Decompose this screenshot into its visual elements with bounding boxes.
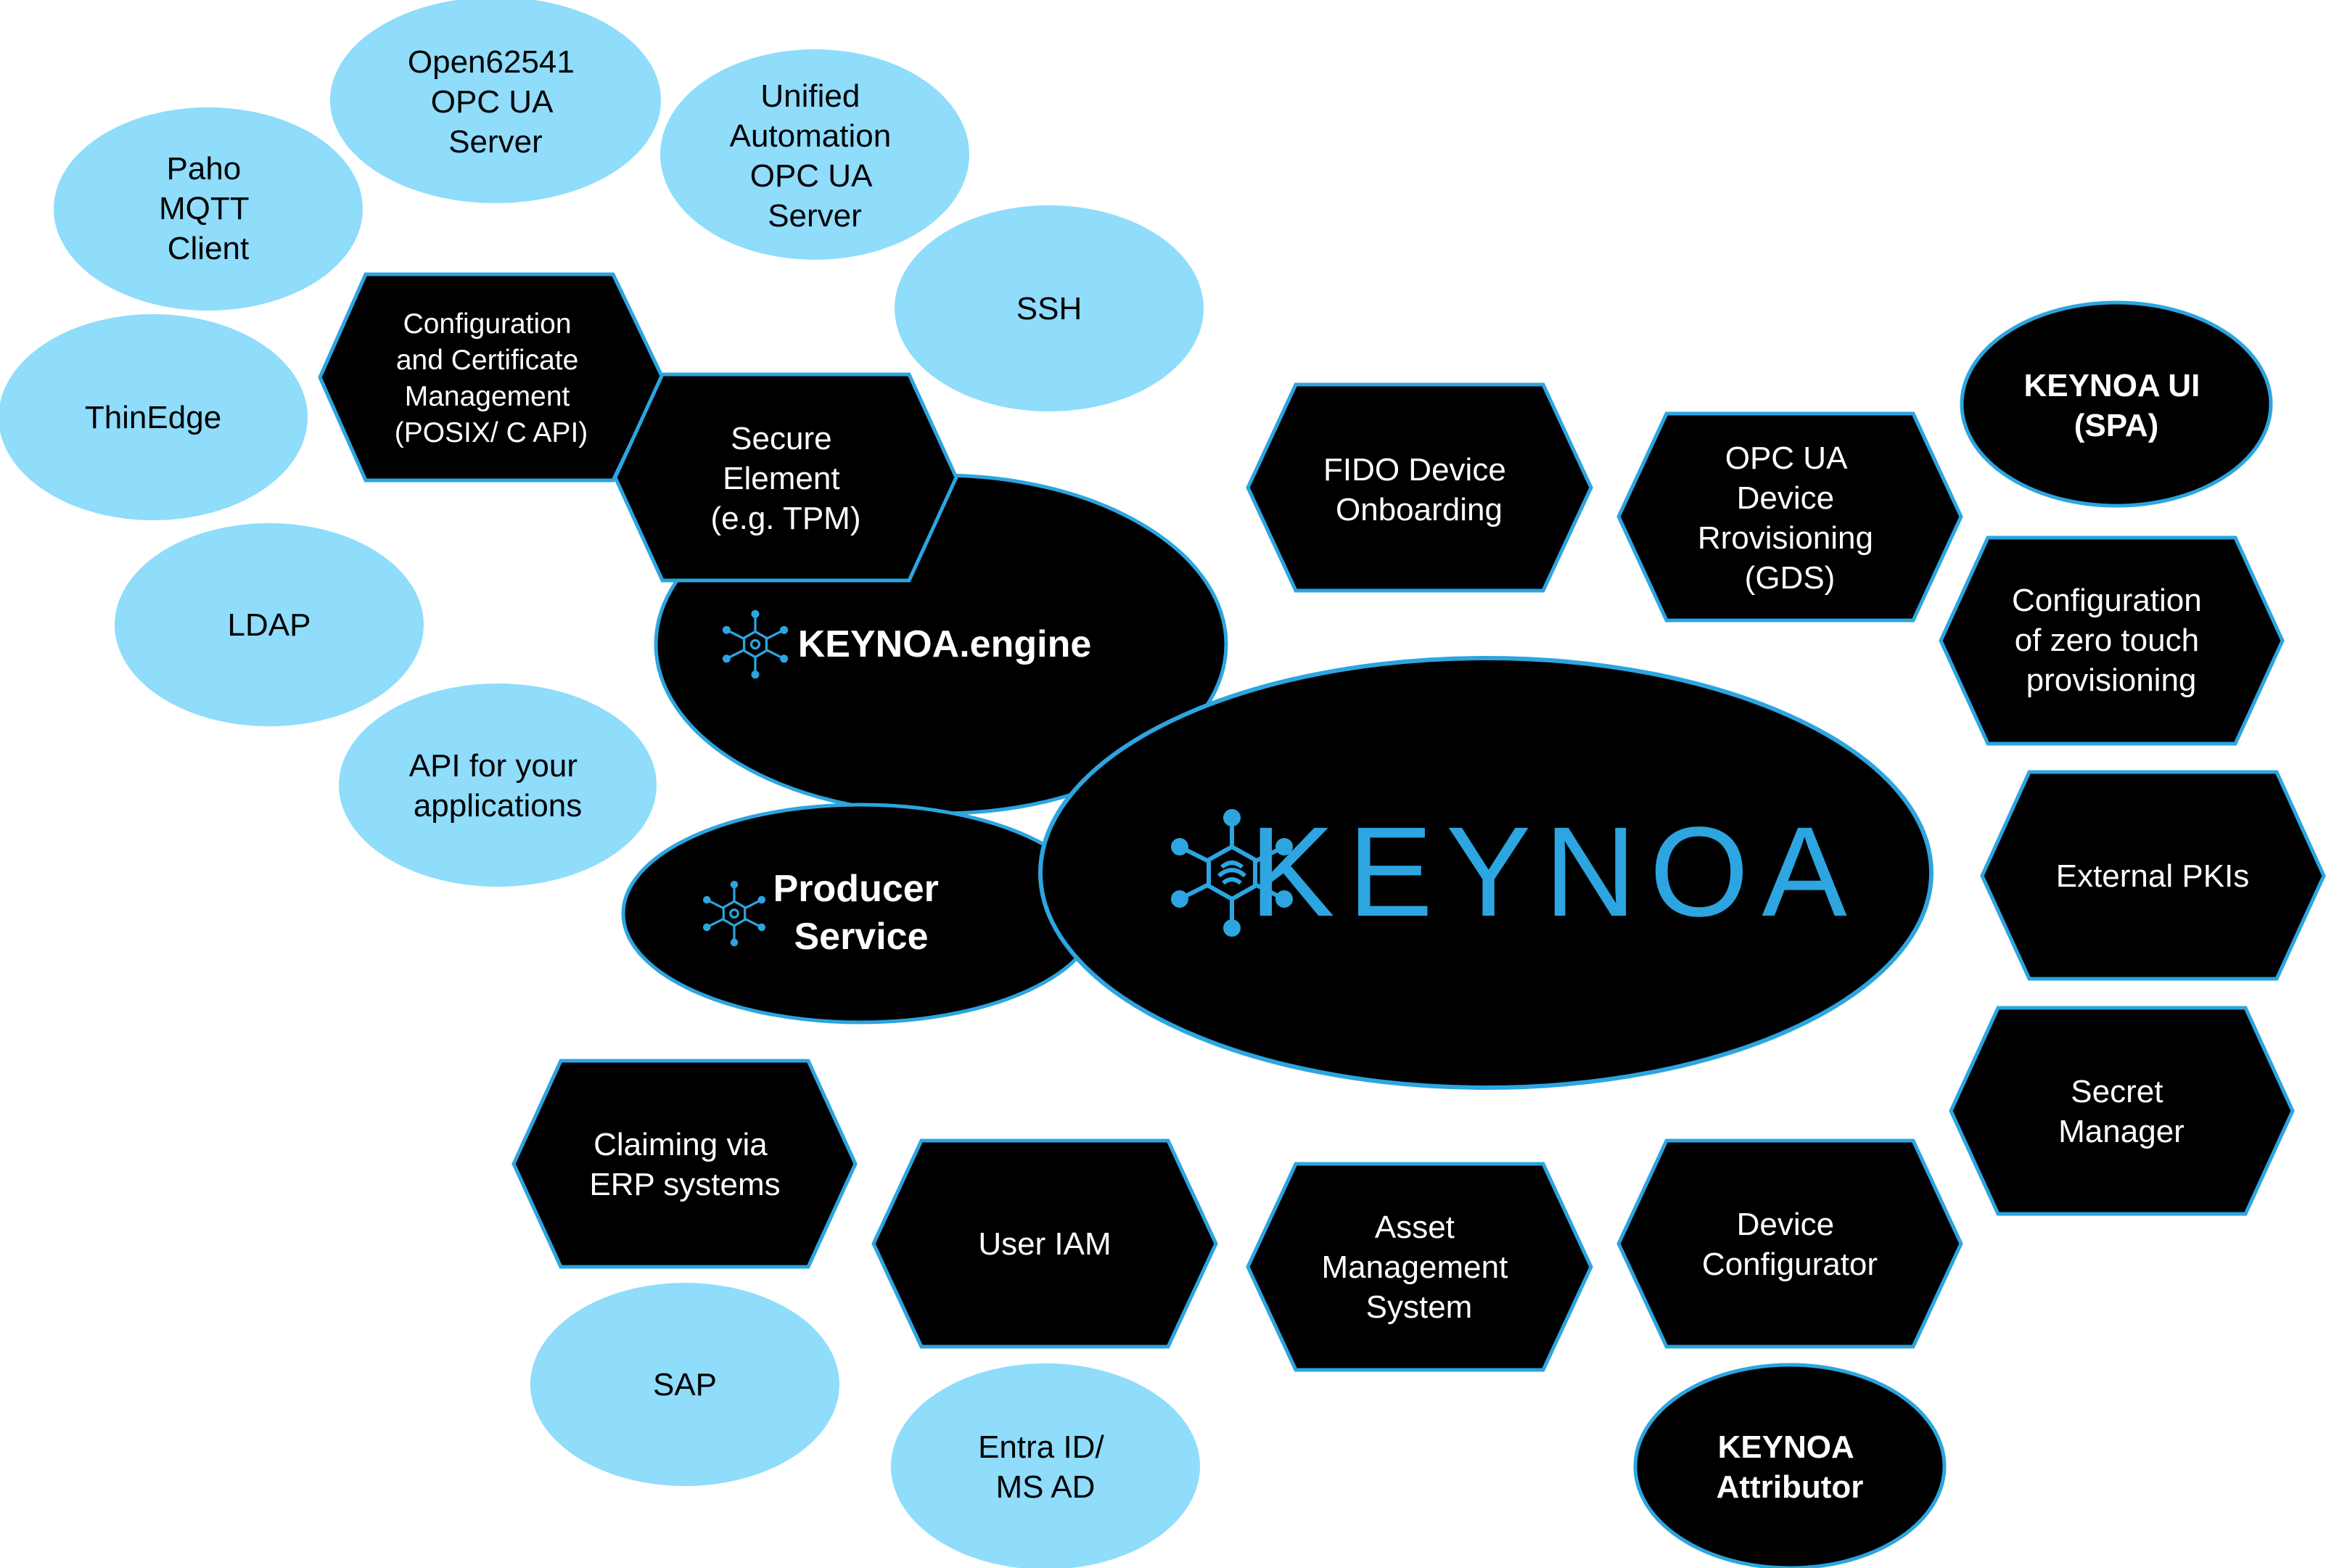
bubble-text-line: LDAP bbox=[228, 607, 311, 643]
bubble-text-line: Unified bbox=[760, 78, 860, 114]
hex-text-line: Configurator bbox=[1702, 1247, 1878, 1282]
svg-text:KEYNOA UI (SPA): KEYNOA UI (SPA) bbox=[2023, 368, 2208, 443]
ellipse-text-line: (SPA) bbox=[2074, 408, 2159, 443]
hex-text-line: (e.g. TPM) bbox=[710, 501, 860, 536]
hex-fido-onboarding: FIDO Device Onboarding bbox=[1246, 382, 1593, 593]
svg-text:Device Configurator: Device Configurator bbox=[1702, 1207, 1878, 1282]
svg-text:FIDO Device Onboarding: FIDO Device Onboarding bbox=[1323, 452, 1515, 528]
hex-config-cert-mgmt: Configuration and Certificate Management… bbox=[318, 272, 665, 483]
producer-label-line: Producer bbox=[773, 868, 939, 910]
hex-text-line: Management bbox=[405, 381, 570, 412]
bubble-text-line: OPC UA bbox=[750, 158, 873, 194]
svg-text:Asset Management: Asset Management System bbox=[1321, 1210, 1516, 1325]
hex-text-line: ERP systems bbox=[589, 1167, 780, 1202]
hex-text-line: Management bbox=[1321, 1249, 1508, 1285]
keynoa-attributor-node: KEYNOA Attributor bbox=[1633, 1363, 1947, 1568]
bubble-text-line: Entra ID/ bbox=[978, 1429, 1104, 1465]
hex-text-line: Element bbox=[723, 461, 839, 496]
bubble-text-line: ThinEdge bbox=[85, 400, 221, 435]
hub-fingerprint-icon bbox=[1171, 809, 1293, 937]
hex-text-line: and Certificate bbox=[396, 345, 578, 376]
bubble-text-line: SAP bbox=[653, 1367, 717, 1403]
keynoa-ui-node: KEYNOA UI (SPA) bbox=[1960, 300, 2273, 508]
hex-text-line: Configuration bbox=[403, 308, 572, 340]
bubble-unified-automation: Unified Automation OPC UA Server bbox=[660, 49, 969, 260]
svg-text:OPC UA Device: OPC UA Device Rrovisioning (GDS) bbox=[1698, 440, 1882, 596]
svg-text:KEYNOA Attributor: KEYNOA Attributor bbox=[1717, 1429, 1864, 1505]
bubble-text-line: Server bbox=[448, 124, 543, 160]
producer-label-line: Service bbox=[794, 916, 928, 958]
keynoa-logo-text: KEYNOA bbox=[1249, 801, 1860, 943]
bubble-api: API for your applications bbox=[339, 684, 657, 887]
keynoa-central-node: KEYNOA bbox=[1038, 656, 1933, 1090]
bubble-entra: Entra ID/ MS AD bbox=[891, 1363, 1200, 1568]
bubble-text-line: API for your bbox=[409, 748, 578, 784]
bubble-ldap: LDAP bbox=[115, 523, 424, 726]
hex-zero-touch: Configuration of zero touch provisioning bbox=[1939, 535, 2285, 746]
ellipse-text-line: KEYNOA UI bbox=[2023, 368, 2200, 403]
bubble-text-line: Server bbox=[768, 198, 862, 234]
svg-text:Paho MQTT Clie: Paho MQTT Client bbox=[159, 151, 258, 266]
hex-text-line: Asset bbox=[1375, 1210, 1455, 1245]
hex-text-line: Device bbox=[1737, 480, 1835, 516]
bubble-text-line: MS AD bbox=[996, 1469, 1096, 1505]
hex-secret-manager: Secret Manager bbox=[1949, 1006, 2295, 1216]
hex-text-line: Device bbox=[1737, 1207, 1835, 1242]
bubble-open62541: Open62541 OPC UA Server bbox=[330, 0, 661, 203]
hub-fingerprint-icon bbox=[702, 880, 766, 947]
hex-text-line: FIDO Device bbox=[1323, 452, 1506, 488]
svg-text:Secure Element: Secure Element (e.g. TPM) bbox=[710, 421, 860, 536]
bubble-thinedge: ThinEdge bbox=[0, 314, 308, 520]
hex-text-line: Manager bbox=[2058, 1114, 2185, 1149]
hex-text-line: (POSIX/ C API) bbox=[395, 417, 588, 448]
hex-device-configurator: Device Configurator bbox=[1616, 1138, 1963, 1349]
hex-text-line: Claiming via bbox=[593, 1127, 768, 1162]
bubble-text-line: Automation bbox=[730, 118, 892, 154]
hex-text-line: (GDS) bbox=[1745, 560, 1836, 596]
hex-text-line: User IAM bbox=[978, 1226, 1111, 1262]
bubble-ssh: SSH bbox=[895, 205, 1204, 411]
engine-label: KEYNOA.engine bbox=[798, 623, 1092, 665]
bubble-text-line: Open62541 bbox=[408, 44, 575, 80]
svg-text:Unified Automation: Unified Automation OPC UA Server bbox=[730, 78, 900, 234]
svg-text:Secret Manager: Secret Manager bbox=[2058, 1074, 2185, 1149]
hex-text-line: Secure bbox=[731, 421, 831, 456]
svg-text:Open62541 OPC UA: Open62541 OPC UA Server bbox=[408, 44, 583, 160]
hex-text-line: Rrovisioning bbox=[1698, 520, 1873, 556]
hex-opcua-gds: OPC UA Device Rrovisioning (GDS) bbox=[1616, 411, 1963, 623]
hex-user-iam: User IAM bbox=[871, 1138, 1218, 1349]
bubble-text-line: Client bbox=[168, 231, 250, 266]
svg-text:Entra ID/ MS AD: Entra ID/ MS AD bbox=[978, 1429, 1113, 1505]
hex-text-line: of zero touch bbox=[2015, 623, 2199, 658]
bubble-text-line: applications bbox=[414, 788, 582, 824]
hex-secure-element: Secure Element (e.g. TPM) bbox=[613, 372, 958, 583]
hex-text-line: Onboarding bbox=[1336, 492, 1503, 528]
hex-text-line: Configuration bbox=[2012, 583, 2202, 618]
svg-text:Claiming via ERP syste: Claiming via ERP systems bbox=[589, 1127, 780, 1202]
bubble-text-line: OPC UA bbox=[431, 84, 554, 120]
hex-claiming-erp: Claiming via ERP systems bbox=[511, 1059, 858, 1269]
hub-fingerprint-icon bbox=[722, 609, 789, 679]
bubble-text-line: Paho bbox=[167, 151, 242, 186]
svg-text:API for your applicati: API for your applications bbox=[409, 748, 587, 824]
ellipse-text-line: KEYNOA bbox=[1718, 1429, 1854, 1465]
ellipse-text-line: Attributor bbox=[1717, 1469, 1864, 1505]
hex-text-line: OPC UA bbox=[1725, 440, 1848, 476]
svg-text:Configuration of zero: Configuration of zero touch provisioning bbox=[2012, 583, 2211, 698]
hex-text-line: External PKIs bbox=[2056, 858, 2250, 894]
bubble-text-line: MQTT bbox=[159, 191, 249, 226]
hex-external-pkis: External PKIs bbox=[1980, 770, 2326, 981]
svg-text:Configuration and Cert: Configuration and Certificate Management… bbox=[395, 308, 588, 448]
hex-text-line: System bbox=[1366, 1289, 1473, 1325]
hex-asset-management: Asset Management System bbox=[1246, 1162, 1593, 1372]
bubble-text-line: SSH bbox=[1016, 291, 1082, 327]
svg-text:Producer Service: Producer Service bbox=[773, 868, 950, 958]
producer-service-node: Producer Service bbox=[621, 803, 1100, 1025]
bubble-paho: Paho MQTT Client bbox=[54, 107, 363, 311]
hex-text-line: provisioning bbox=[2026, 662, 2197, 698]
hex-text-line: Secret bbox=[2071, 1074, 2163, 1109]
bubble-sap: SAP bbox=[530, 1283, 839, 1486]
